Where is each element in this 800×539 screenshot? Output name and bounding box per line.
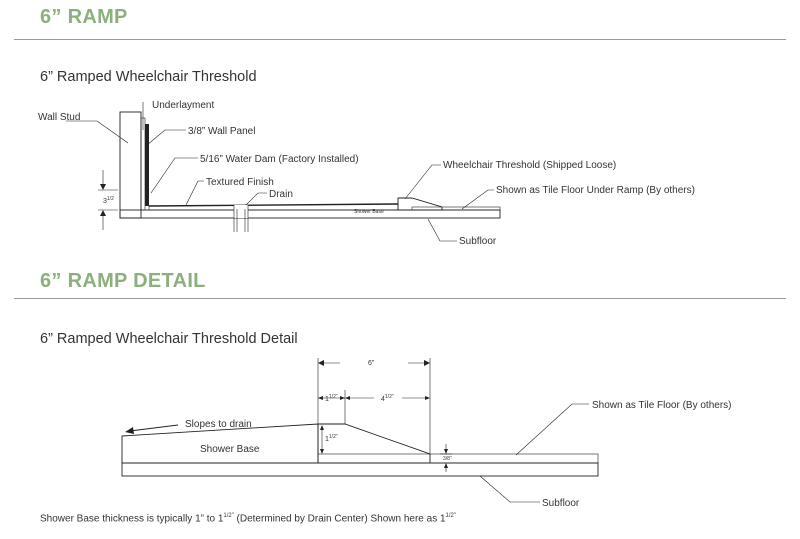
detail-subtitle: 6” Ramped Wheelchair Threshold Detail — [40, 331, 298, 347]
wall-panel-label: 3/8” Wall Panel — [188, 126, 255, 137]
detail-subfloor-label: Subfloor — [542, 498, 580, 509]
ramp-cross-section-diagram: Shower Base 31/2 Wall Stud Underlayment … — [38, 100, 695, 247]
ramp-section-title: 6” RAMP — [40, 6, 128, 28]
tile-floor-label: Shown as Tile Floor Under Ramp (By other… — [496, 185, 695, 196]
svg-text:41/2”: 41/2” — [381, 394, 394, 403]
svg-text:11/2”: 11/2” — [325, 434, 338, 443]
subfloor-label: Subfloor — [459, 236, 497, 247]
wall-panel-leader — [146, 129, 186, 146]
textured-finish-label: Textured Finish — [206, 177, 274, 188]
base-height-dimension: 31/2 — [98, 170, 118, 230]
detail-subfloor — [121, 462, 599, 477]
underlayment — [140, 117, 146, 211]
ramp-detail-diagram: Slopes to drain Shower Base 6” 11/2” 41/… — [121, 358, 732, 509]
underlayment-label: Underlayment — [152, 100, 214, 111]
textured-finish-leader — [185, 180, 204, 206]
slopes-to-drain-label: Slopes to drain — [185, 419, 252, 430]
drain-leader — [245, 192, 267, 206]
wall-stud — [119, 111, 142, 219]
slope-width-dimension: 41/2” — [345, 394, 430, 403]
flat-width-dimension: 11/2” — [318, 394, 345, 403]
svg-text:6”: 6” — [368, 360, 375, 367]
ramp-height-dimension: 11/2” — [320, 425, 338, 454]
svg-text:31/2: 31/2 — [103, 196, 114, 205]
wall-panel — [145, 124, 149, 206]
drain-label: Drain — [269, 189, 293, 200]
shower-base-thickness-note: Shower Base thickness is typically 1” to… — [40, 513, 456, 525]
ramp-section-divider — [14, 39, 786, 40]
wheelchair-threshold — [397, 197, 443, 211]
threshold-leader — [404, 164, 441, 200]
subfloor — [119, 209, 501, 219]
detail-section-divider — [14, 298, 786, 299]
water-dam-leader — [150, 157, 198, 194]
water-dam-label: 5/16” Water Dam (Factory Installed) — [200, 154, 359, 165]
overall-width-dimension: 6” — [318, 360, 430, 367]
detail-tile-floor-leader — [515, 403, 589, 456]
ramp-subtitle: 6” Ramped Wheelchair Threshold — [40, 69, 257, 85]
drain — [233, 205, 249, 232]
subfloor-leader — [427, 218, 457, 242]
detail-shower-base-label: Shower Base — [200, 444, 260, 455]
textured-finish — [148, 203, 399, 207]
detail-subfloor-leader — [479, 475, 540, 503]
detail-tile-floor — [317, 453, 599, 464]
svg-text:3/8”: 3/8” — [443, 456, 452, 462]
wall-stud-label: Wall Stud — [38, 112, 80, 123]
edge-height-dimension: 3/8” — [440, 444, 452, 472]
wheelchair-threshold-label: Wheelchair Threshold (Shipped Loose) — [443, 160, 616, 171]
detail-section-title: 6” RAMP DETAIL — [40, 270, 206, 292]
svg-text:11/2”: 11/2” — [325, 394, 338, 403]
detail-ramp — [317, 423, 431, 464]
tile-floor — [411, 206, 501, 211]
detail-tile-floor-label: Shown as Tile Floor (By others) — [592, 400, 732, 411]
wall-stud-leader — [66, 120, 129, 144]
tile-floor-leader — [461, 189, 494, 210]
shower-base-label: Shower Base — [354, 209, 384, 215]
slope-arrow — [129, 424, 179, 432]
